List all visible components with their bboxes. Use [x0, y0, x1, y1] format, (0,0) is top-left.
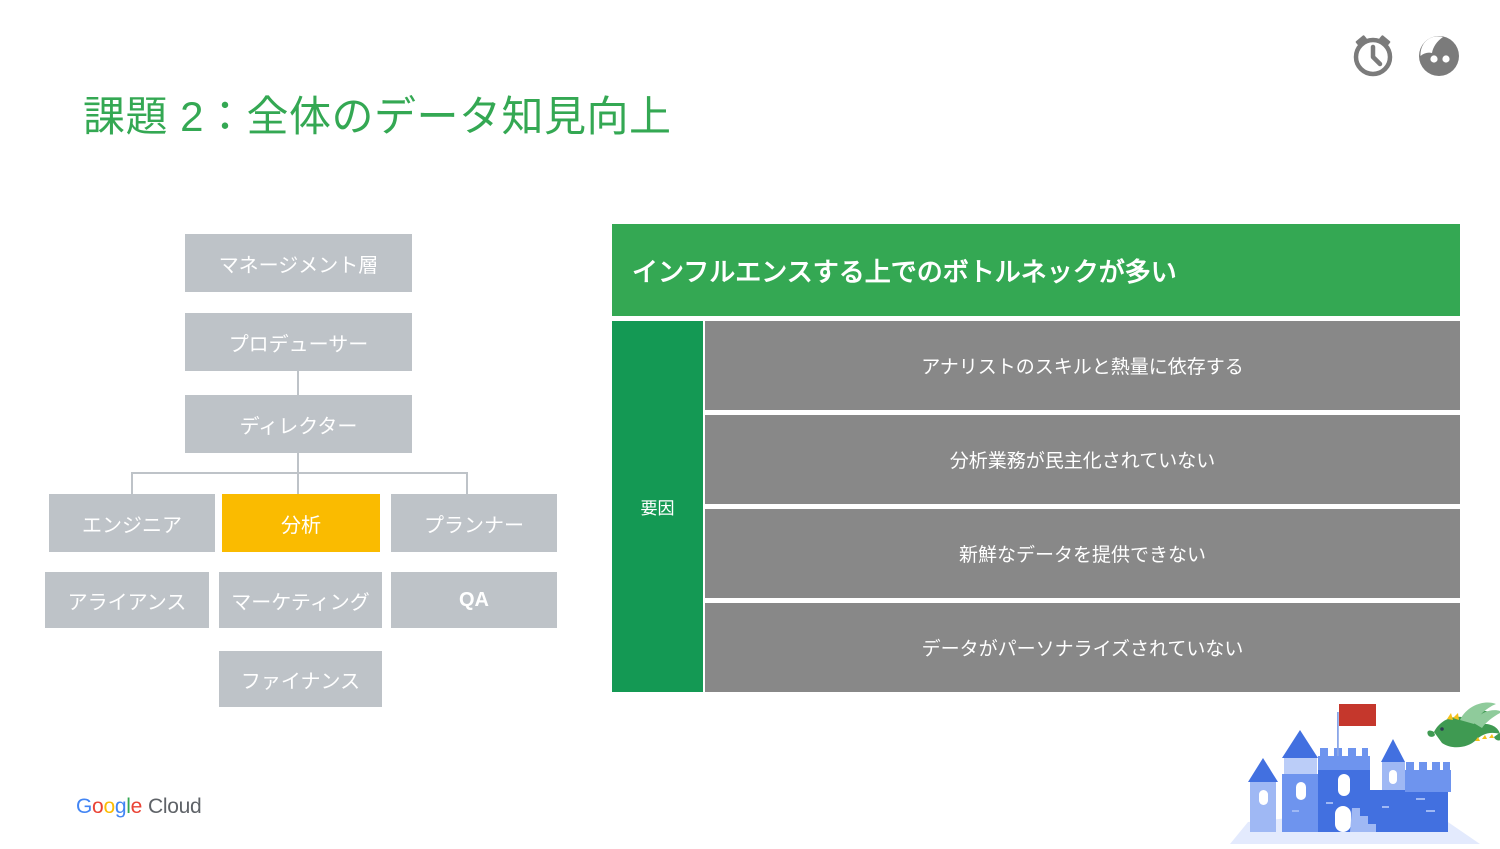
logo-suffix: Cloud — [147, 795, 202, 818]
top-icons-group — [1347, 28, 1465, 80]
org-node-label: プランナー — [424, 514, 524, 537]
table-cell-text: 分析業務が民主化されていない — [949, 451, 1216, 472]
logo-letter: g — [114, 795, 127, 818]
org-node-label: マネージメント層 — [218, 254, 379, 277]
org-node-finance[interactable]: ファイナンス — [219, 651, 382, 707]
org-node-alliance[interactable]: アライアンス — [45, 572, 209, 628]
connector-drop-planner — [466, 472, 468, 494]
logo-letter: G — [76, 795, 93, 818]
table-cell-text: アナリストのスキルと熱量に依存する — [921, 357, 1244, 378]
org-node-label: プロデューサー — [228, 333, 369, 356]
page-title: 課題 2：全体のデータ知見向上 — [83, 93, 672, 140]
org-node-label: ファイナンス — [240, 670, 361, 693]
org-node-planner[interactable]: プランナー — [391, 494, 557, 552]
table-cell-text: データがパーソナライズされていない — [921, 639, 1244, 660]
org-node-label: エンジニア — [82, 514, 182, 537]
table-rows: アナリストのスキルと熱量に依存する 分析業務が民主化されていない 新鮮なデータを… — [705, 321, 1460, 692]
org-node-engineer[interactable]: エンジニア — [49, 494, 215, 552]
org-node-marketing[interactable]: マーケティング — [219, 572, 382, 628]
org-node-analysis[interactable]: 分析 — [222, 494, 380, 552]
table-row[interactable]: データがパーソナライズされていない — [705, 603, 1460, 692]
connector-drop-engineer — [131, 472, 133, 494]
connector-producer-director — [297, 371, 299, 395]
logo-letter: o — [92, 795, 104, 818]
connector-drop-analysis — [297, 472, 299, 494]
table-cell-text: 新鮮なデータを提供できない — [958, 545, 1206, 566]
org-node-label: アライアンス — [67, 591, 187, 614]
org-node-label: マーケティング — [231, 591, 370, 614]
alarm-clock-icon — [1347, 28, 1399, 80]
person-face-icon — [1413, 28, 1465, 80]
org-node-management[interactable]: マネージメント層 — [185, 234, 412, 292]
logo-letter: e — [130, 795, 143, 818]
org-chart: マネージメント層 プロデューサー ディレクター エンジニア 分析 プランナー ア… — [0, 0, 600, 720]
table-body: 要因 アナリストのスキルと熱量に依存する 分析業務が民主化されていない 新鮮なデ… — [612, 321, 1460, 692]
table-row[interactable]: 分析業務が民主化されていない — [705, 415, 1460, 504]
logo-letter: l — [126, 795, 131, 818]
table-row[interactable]: 新鮮なデータを提供できない — [705, 509, 1460, 598]
table-row-label: 要因 — [612, 321, 703, 692]
logo-letter: o — [103, 795, 115, 818]
connector-horizontal-bar — [131, 472, 468, 474]
org-node-label: 分析 — [281, 514, 321, 537]
org-node-director[interactable]: ディレクター — [185, 395, 412, 453]
table-row[interactable]: アナリストのスキルと熱量に依存する — [705, 321, 1460, 410]
table-header: インフルエンスする上でのボトルネックが多い — [612, 224, 1460, 316]
org-node-label: QA — [459, 588, 489, 611]
bottleneck-table: インフルエンスする上でのボトルネックが多い 要因 アナリストのスキルと熱量に依存… — [612, 224, 1460, 692]
org-node-label: ディレクター — [239, 415, 358, 438]
connector-director-stem — [297, 453, 299, 473]
castle-and-dragon-illustration — [1230, 694, 1500, 844]
org-node-producer[interactable]: プロデューサー — [185, 313, 412, 371]
org-node-qa[interactable]: QA — [391, 572, 557, 628]
